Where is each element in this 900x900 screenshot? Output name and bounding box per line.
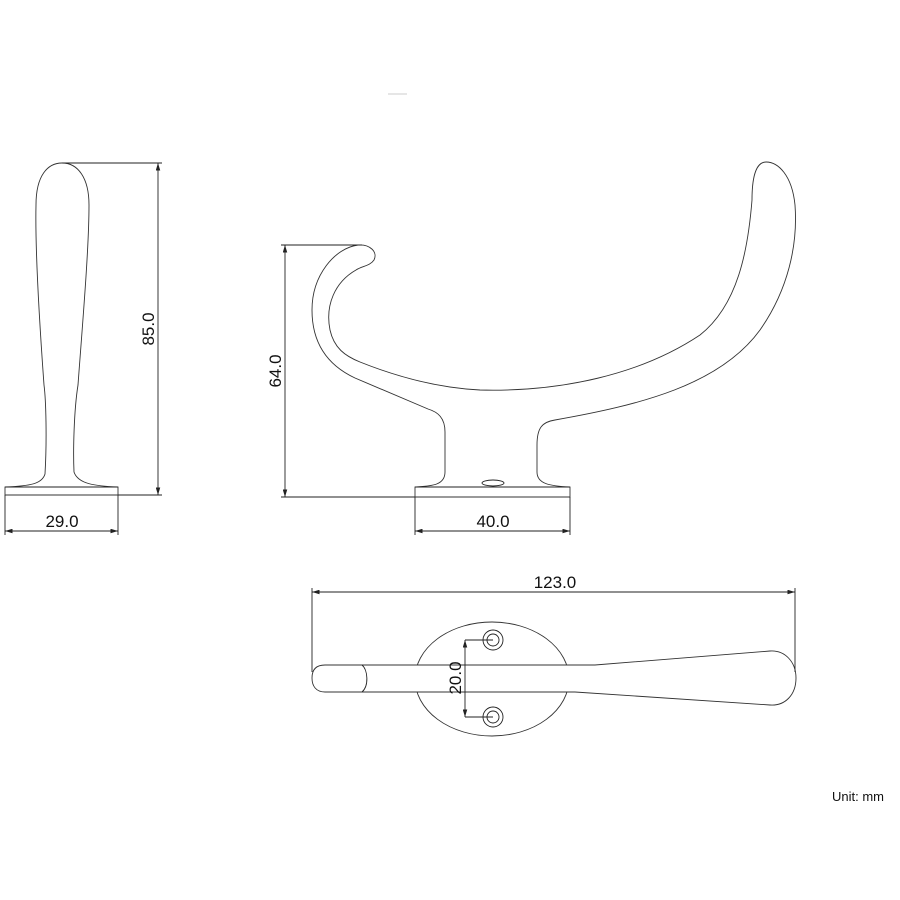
hook-arm-top xyxy=(311,650,797,706)
dimension-label-base-width: 40.0 xyxy=(476,512,509,531)
front-view: 64.0 40.0 xyxy=(266,161,796,535)
unit-label: Unit: mm xyxy=(832,789,884,804)
side-view: 85.0 29.0 xyxy=(4,162,162,535)
dimension-label-height: 85.0 xyxy=(139,312,158,345)
dimension-label-height: 64.0 xyxy=(266,354,285,387)
dimension-label-length: 123.0 xyxy=(534,573,577,592)
top-view: 123.0 20.0 xyxy=(311,573,797,737)
dimension-label-width: 29.0 xyxy=(45,512,78,531)
dimension-label-hole-spacing: 20.0 xyxy=(446,661,465,694)
hook-profile xyxy=(311,161,796,498)
screw-hole xyxy=(481,479,505,487)
side-profile xyxy=(4,162,119,496)
